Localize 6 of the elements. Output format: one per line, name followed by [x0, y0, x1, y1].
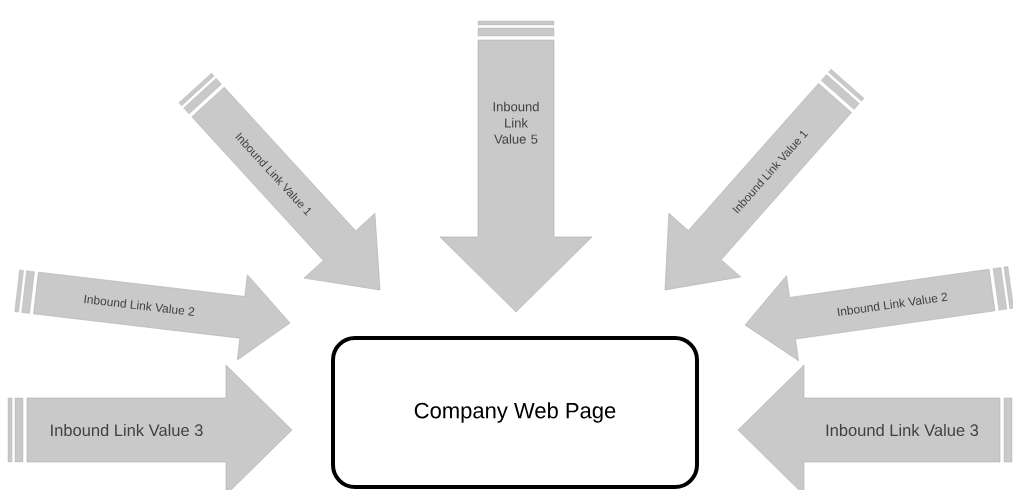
arrow-banner: Inbound Link Value 3: [7, 364, 293, 490]
page-box: Company Web Page: [331, 336, 699, 489]
arrow-banner: Inbound Link Value 5: [439, 20, 593, 313]
arrow-banner: Inbound Link Value 3: [737, 364, 1013, 490]
arrow-banner: Inbound Link Value 2: [744, 266, 1013, 362]
arrow-banner: Inbound Link Value 2: [14, 269, 291, 361]
